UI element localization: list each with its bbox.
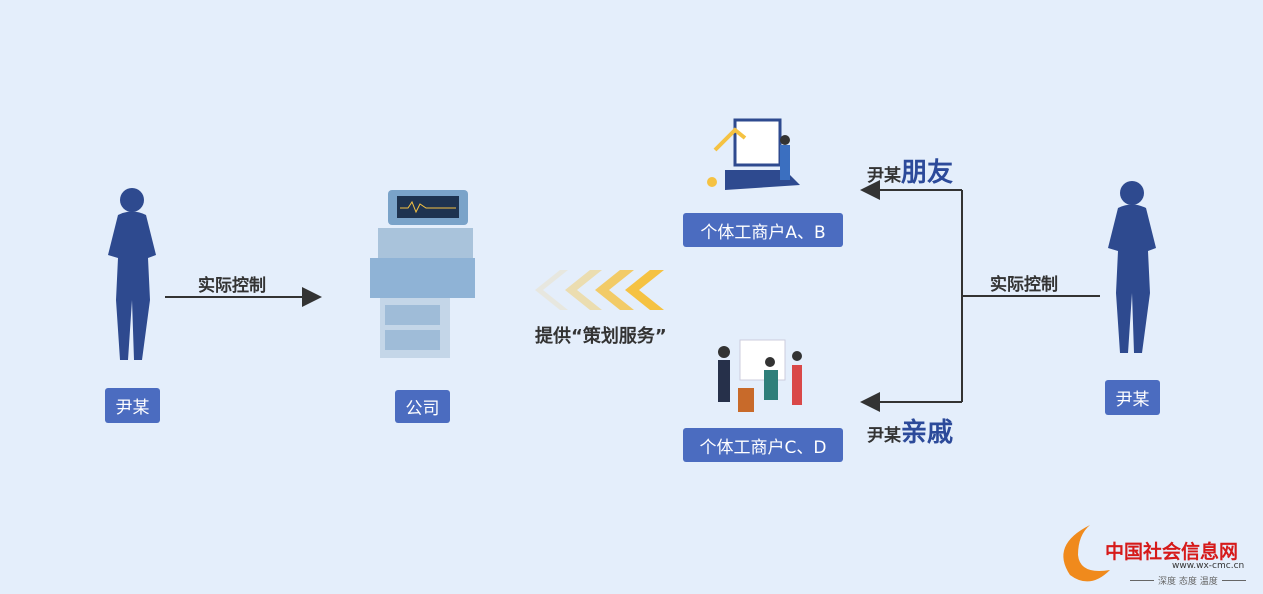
service-label: 提供“策划服务” bbox=[535, 326, 667, 347]
watermark-slogan: 深度 态度 温度 bbox=[1158, 577, 1218, 587]
watermark-slogan-row: 深度 态度 温度 bbox=[1130, 574, 1246, 587]
left-person-silhouette bbox=[108, 188, 156, 360]
right-connector-lines bbox=[860, 180, 1100, 412]
laptop-illustration bbox=[707, 118, 800, 190]
friend-label: 尹某朋友 bbox=[867, 152, 953, 189]
right-person-label: 尹某 bbox=[1105, 380, 1160, 415]
right-person-silhouette bbox=[1108, 181, 1156, 353]
relative-suffix: 亲戚 bbox=[901, 418, 954, 448]
company-label: 公司 bbox=[395, 390, 450, 423]
friend-suffix: 朋友 bbox=[901, 158, 954, 188]
watermark-name: 中国社会信息网 bbox=[1105, 541, 1239, 563]
merchants-ab-label: 个体工商户A、B bbox=[683, 213, 843, 247]
right-control-label: 实际控制 bbox=[990, 275, 1058, 295]
left-control-label: 实际控制 bbox=[198, 276, 266, 296]
company-machine-icon bbox=[370, 190, 475, 358]
watermark-url: www.wx-cmc.cn bbox=[1172, 561, 1245, 571]
watermark-logo bbox=[1063, 525, 1110, 582]
team-meeting-illustration bbox=[718, 339, 802, 412]
relative-label: 尹某亲戚 bbox=[867, 412, 953, 449]
relative-prefix: 尹某 bbox=[867, 426, 901, 446]
left-person-label: 尹某 bbox=[105, 388, 160, 423]
friend-prefix: 尹某 bbox=[867, 166, 901, 186]
chevrons-icon bbox=[535, 270, 676, 310]
merchants-cd-label: 个体工商户C、D bbox=[683, 428, 843, 462]
